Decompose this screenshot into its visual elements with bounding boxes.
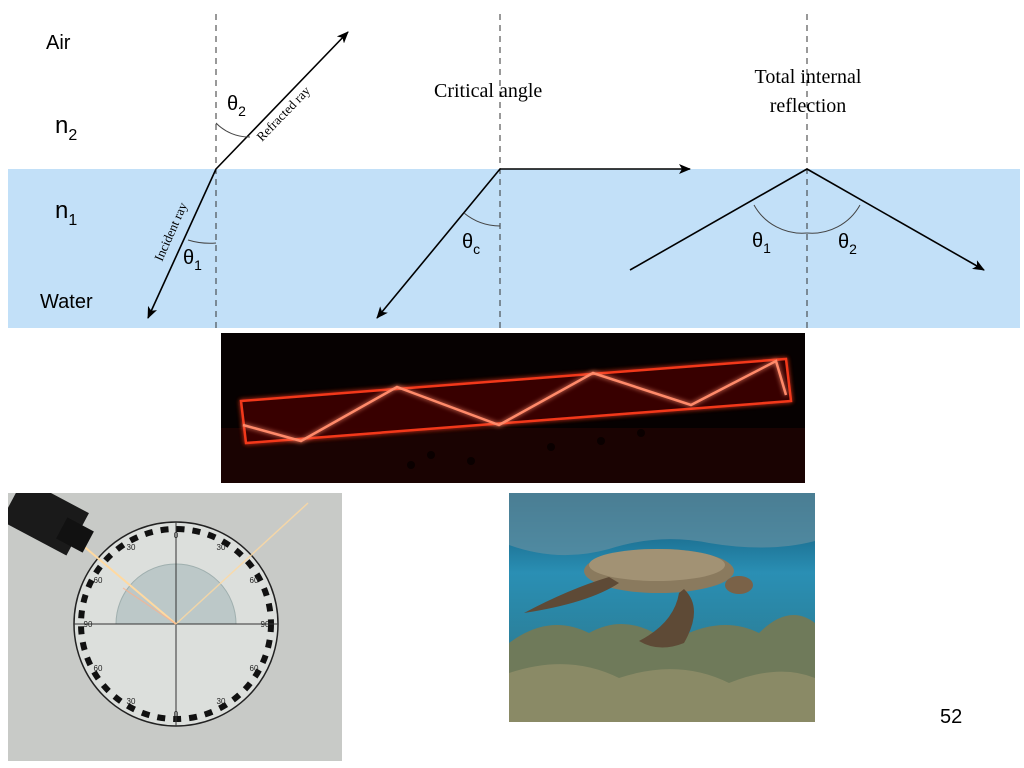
theta2-arc — [215, 122, 251, 138]
n2-label: n2 — [55, 112, 77, 144]
critical-angle-title: Critical angle — [434, 80, 542, 102]
refracted-ray-label: Refracted ray — [253, 83, 313, 144]
protractor-tick-2: 60 — [250, 576, 259, 585]
tir-theta1-arc — [753, 204, 808, 234]
tir-theta2-arc — [806, 204, 861, 234]
theta1-arc — [187, 239, 217, 244]
protractor-tick-0: 0 — [174, 531, 179, 540]
protractor-tick-7: 30 — [127, 697, 136, 706]
tir-title-line2: reflection — [770, 95, 847, 117]
tir-theta2-label: θ2 — [838, 231, 857, 257]
page-number: 52 — [940, 706, 963, 728]
protractor-tick-3: 90 — [261, 620, 270, 629]
thetac-arc — [463, 212, 501, 227]
protractor-tick-1: 30 — [217, 543, 226, 552]
tir-reflected-ray — [806, 168, 985, 271]
refracted-ray — [215, 31, 349, 170]
protractor-tick-4: 60 — [250, 664, 259, 673]
water-region — [8, 169, 1020, 328]
laser-block-photo — [221, 333, 805, 483]
optics-diagram: Air n2 n1 Water θ2 θ1 Refracted ray Inci… — [8, 14, 1020, 330]
tir-incident-ray — [629, 168, 808, 271]
theta1-label: θ1 — [183, 247, 202, 273]
protractor-tick-9: 90 — [84, 620, 93, 629]
protractor-tick-10: 60 — [94, 576, 103, 585]
n1-label: n1 — [55, 197, 77, 229]
incident-ray — [147, 168, 217, 319]
critical-incident-ray — [376, 168, 501, 319]
protractor-tick-5: 30 — [217, 697, 226, 706]
protractor-tick-6: 0 — [174, 710, 179, 719]
tir-title-line1: Total internal — [755, 66, 862, 88]
tir-theta1-label: θ1 — [752, 230, 771, 256]
thetac-label: θc — [462, 231, 480, 257]
protractor-photo: 0 30 60 90 60 30 0 30 60 90 60 30 — [8, 493, 342, 761]
theta2-label: θ2 — [227, 93, 246, 119]
protractor-tick-11: 30 — [127, 543, 136, 552]
sea-turtle-photo — [509, 493, 815, 722]
water-label: Water — [40, 291, 93, 313]
air-label: Air — [46, 32, 71, 54]
protractor-tick-8: 60 — [94, 664, 103, 673]
